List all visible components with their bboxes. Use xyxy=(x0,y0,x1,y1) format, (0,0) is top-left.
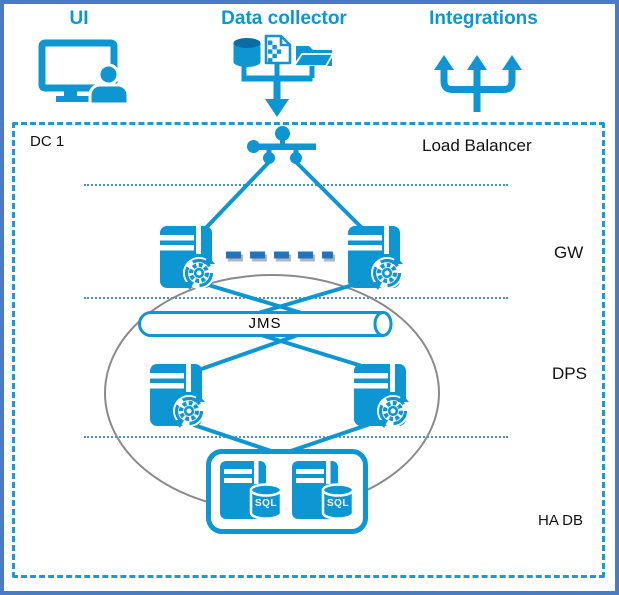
gw-server-right-icon xyxy=(344,223,404,293)
database-icon xyxy=(233,38,261,67)
tier-separator-line-dps-db xyxy=(84,436,508,438)
dps-server-right-icon xyxy=(350,361,410,431)
dc1-boundary xyxy=(12,122,605,578)
ui-title: UI xyxy=(69,8,89,29)
sql-badge: SQL xyxy=(254,497,278,509)
sql-badge: SQL xyxy=(326,497,350,509)
integrations-arrows-icon xyxy=(430,52,530,116)
dps-server-left-icon xyxy=(146,361,206,431)
dc1-label: DC 1 xyxy=(30,133,65,150)
folder-icon xyxy=(292,46,335,67)
ha-db-label: HA DB xyxy=(538,512,584,529)
collector-merge-arrow-icon xyxy=(241,64,315,117)
jms-label: JMS xyxy=(248,315,282,332)
sql-server-icon: SQL xyxy=(218,459,284,525)
data-collector-title: Data collector xyxy=(221,8,347,29)
gw-sync-dashed-link xyxy=(226,251,335,262)
load-balancer-icon xyxy=(247,126,316,164)
load-balancer-label: Load Balancer xyxy=(422,136,532,155)
jms-pipe: JMS xyxy=(135,310,395,338)
data-collector-icons xyxy=(230,34,336,122)
integrations-title: Integrations xyxy=(429,8,538,29)
document-icon xyxy=(264,34,292,65)
gw-server-left-icon xyxy=(156,223,216,293)
sql-server-icon: SQL xyxy=(290,459,356,525)
dps-label: DPS xyxy=(552,364,587,383)
monitor-user-icon xyxy=(36,36,130,106)
ha-db-box: SQL SQL xyxy=(206,449,368,534)
tier-separator-line-gw-dps xyxy=(84,297,508,299)
gw-label: GW xyxy=(554,243,584,262)
tier-separator-line-lb-gw xyxy=(84,184,508,186)
